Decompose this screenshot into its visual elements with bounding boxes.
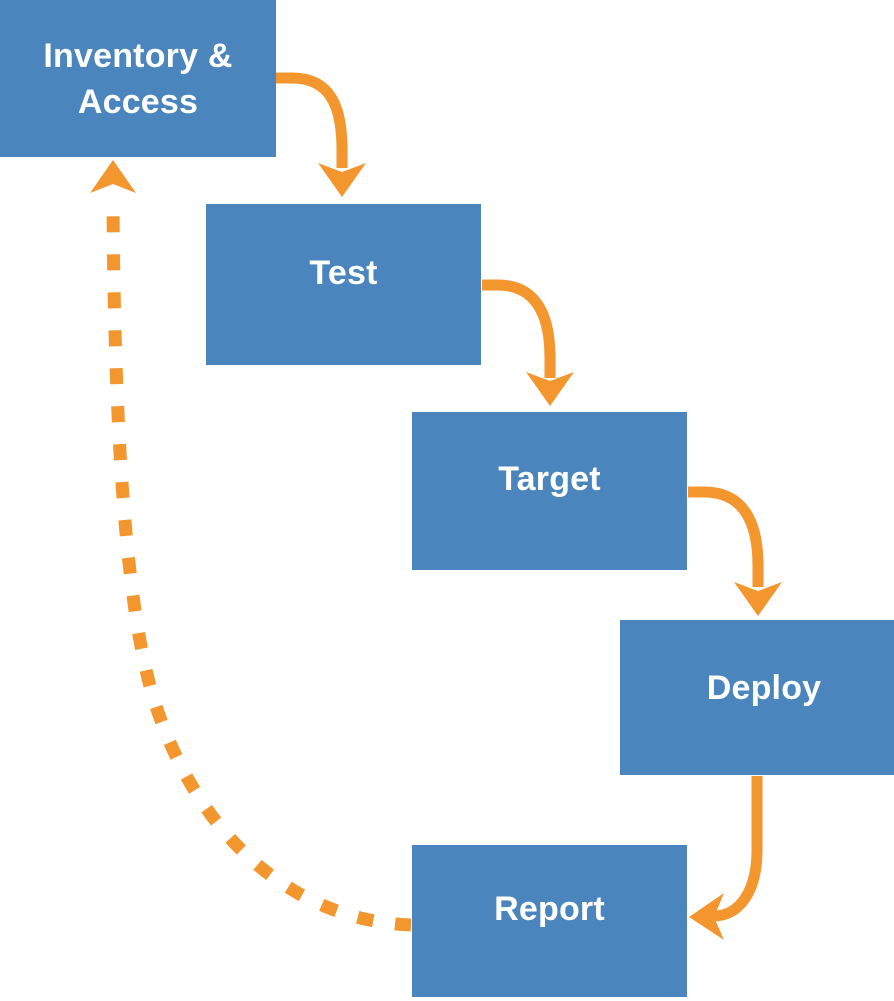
- node-target-label: Target: [498, 460, 601, 498]
- node-test-label: Test: [309, 253, 378, 292]
- edge-deploy-to-report-arrowhead: [689, 893, 724, 940]
- edge-test-to-target-line: [482, 279, 556, 378]
- edge-deploy-to-report-line: [704, 776, 763, 922]
- node-deploy-label: Deploy: [706, 668, 822, 707]
- node-deploy[interactable]: Deploy: [620, 620, 894, 775]
- node-inventory-access[interactable]: Inventory & Access: [0, 0, 276, 157]
- edge-target-to-deploy-line: [688, 486, 764, 587]
- edge-target-to-deploy: [688, 486, 782, 616]
- edge-test-to-target: [482, 279, 574, 406]
- node-target[interactable]: Target: [412, 412, 687, 570]
- edge-target-to-deploy-arrowhead: [734, 582, 782, 616]
- node-test[interactable]: Test: [206, 204, 481, 365]
- edge-inventory-to-test-arrowhead: [318, 163, 366, 197]
- edge-test-to-target-arrowhead: [526, 372, 574, 406]
- edge-report-to-inventory-arrowhead: [90, 160, 136, 193]
- node-report-label: Report: [494, 890, 605, 928]
- edge-inventory-to-test: [276, 72, 366, 197]
- edge-inventory-to-test-line: [276, 72, 348, 168]
- edge-deploy-to-report: [689, 776, 763, 940]
- node-report[interactable]: Report: [412, 845, 687, 997]
- node-inventory-access-label: Inventory & Access: [43, 36, 233, 121]
